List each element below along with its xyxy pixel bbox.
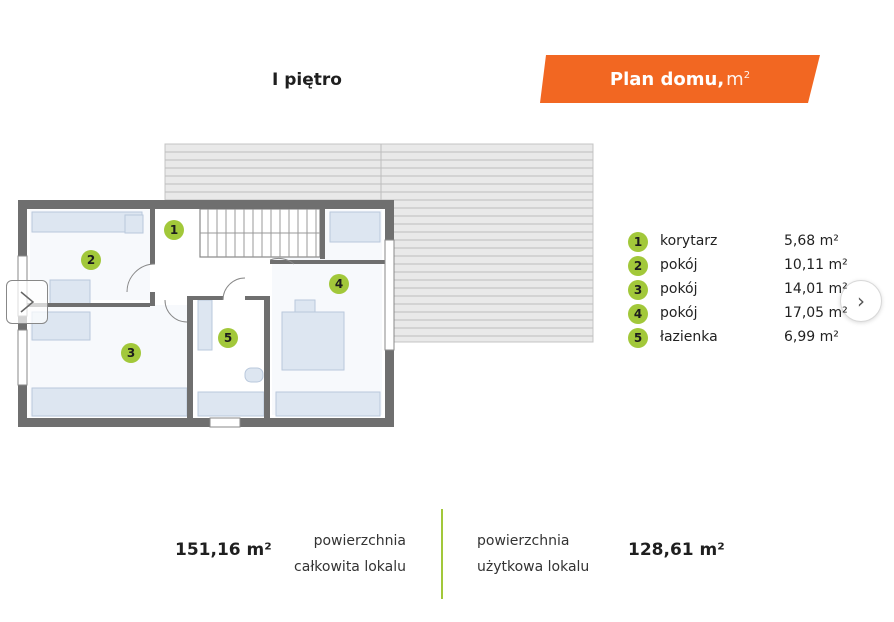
- legend-room-name: łazienka: [660, 329, 718, 345]
- legend-item: 2 pokój 10,11 m²: [628, 254, 848, 278]
- svg-text:2: 2: [87, 253, 95, 267]
- legend-number-badge: 1: [628, 232, 648, 252]
- next-slide-button[interactable]: ›: [840, 280, 882, 322]
- usable-area-label: powierzchnia użytkowa lokalu: [477, 533, 590, 575]
- chevron-left-icon[interactable]: [6, 280, 48, 324]
- legend-room-name: korytarz: [660, 233, 718, 249]
- legend-number-badge: 4: [628, 304, 648, 324]
- room-marker: 4: [329, 274, 349, 294]
- chevron-right-icon: ›: [857, 289, 865, 313]
- legend-room-area: 14,01 m²: [784, 281, 848, 297]
- room-marker: 3: [121, 343, 141, 363]
- legend-room-name: pokój: [660, 281, 698, 297]
- legend-item: 4 pokój 17,05 m²: [628, 302, 848, 326]
- summary-divider: [441, 509, 443, 599]
- svg-text:3: 3: [127, 346, 135, 360]
- svg-text:5: 5: [224, 331, 232, 345]
- room-marker: 5: [218, 328, 238, 348]
- svg-text:1: 1: [170, 223, 178, 237]
- legend-room-area: 10,11 m²: [784, 257, 848, 273]
- room-marker: 1: [164, 220, 184, 240]
- legend-number-badge: 3: [628, 280, 648, 300]
- room-marker: 2: [81, 250, 101, 270]
- total-area-value: 151,16 m²: [175, 540, 272, 560]
- legend-item: 5 łazienka 6,99 m²: [628, 326, 843, 350]
- legend-room-name: pokój: [660, 257, 698, 273]
- legend-number-badge: 2: [628, 256, 648, 276]
- floor-title: I piętro: [272, 70, 342, 90]
- legend-room-area: 17,05 m²: [784, 305, 848, 321]
- plan-banner-unit: m2: [726, 68, 751, 90]
- plan-banner: Plan domu, m2: [540, 55, 820, 103]
- legend-room-area: 5,68 m²: [784, 233, 839, 249]
- legend-item: 3 pokój 14,01 m²: [628, 278, 848, 302]
- staircase: [199, 208, 321, 258]
- plan-banner-title: Plan domu,: [609, 68, 725, 90]
- room-legend: 1 korytarz 5,68 m² 2 pokój 10,11 m² 3 pokój 14,0…: [628, 230, 848, 350]
- chevron-left-icon: [20, 291, 35, 313]
- doors: [126, 257, 295, 323]
- usable-area-value: 128,61 m²: [628, 540, 725, 560]
- svg-text:4: 4: [335, 277, 343, 291]
- legend-room-name: pokój: [660, 305, 698, 321]
- legend-number-badge: 5: [628, 328, 648, 348]
- room-markers: 1 2 3 4 5: [81, 220, 349, 363]
- legend-room-area: 6,99 m²: [784, 329, 839, 345]
- legend-item: 1 korytarz 5,68 m²: [628, 230, 843, 254]
- total-area-label: powierzchnia całkowita lokalu: [294, 533, 406, 575]
